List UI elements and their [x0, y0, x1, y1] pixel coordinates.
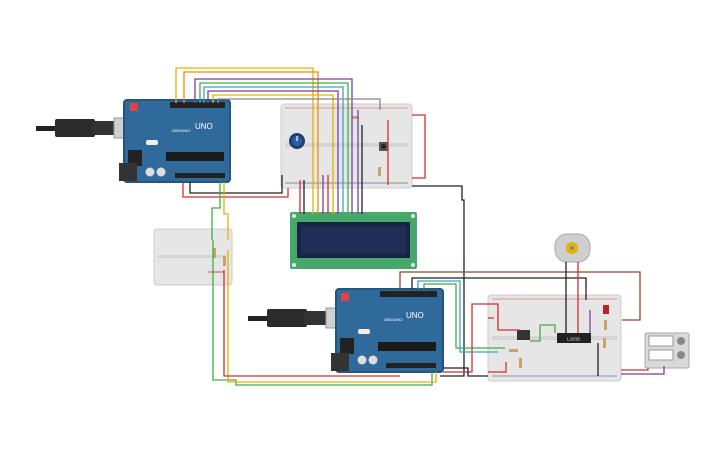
arduino-uno-top[interactable]: UNO ARDUINO: [119, 99, 231, 183]
uno-label: UNO: [406, 311, 424, 320]
resistor-top-1: [352, 116, 359, 119]
led-red: [603, 305, 609, 314]
resistor-bottom-4: [519, 358, 522, 368]
resistor-bottom-2: [603, 338, 606, 348]
lcd-display[interactable]: [290, 212, 417, 269]
arduino-uno-bottom[interactable]: UNO ARDUINO: [331, 288, 444, 373]
resistor-bottom-1: [604, 320, 607, 330]
breadboard-small[interactable]: [153, 228, 233, 286]
wires-bottom: [399, 262, 665, 377]
uno-label: UNO: [195, 122, 213, 131]
wires-middle: [211, 182, 465, 386]
resistor-top-2: [378, 167, 381, 176]
resistor-bottom-3: [509, 349, 518, 352]
potentiometer[interactable]: [289, 133, 305, 149]
chip-label: L293D: [567, 337, 581, 342]
dc-motor[interactable]: [554, 233, 591, 263]
power-supply[interactable]: [644, 332, 690, 369]
push-button[interactable]: [379, 142, 388, 151]
arduino-label: ARDUINO: [384, 317, 402, 322]
usb-cable-bottom: [248, 307, 351, 329]
arduino-label: ARDUINO: [172, 128, 190, 133]
l293d-chip[interactable]: L293D: [557, 333, 591, 343]
usb-cable-top: [36, 117, 139, 139]
breadboard-bottom[interactable]: [487, 294, 622, 382]
sensor-chip[interactable]: [517, 330, 530, 340]
wires-top: [175, 67, 426, 214]
